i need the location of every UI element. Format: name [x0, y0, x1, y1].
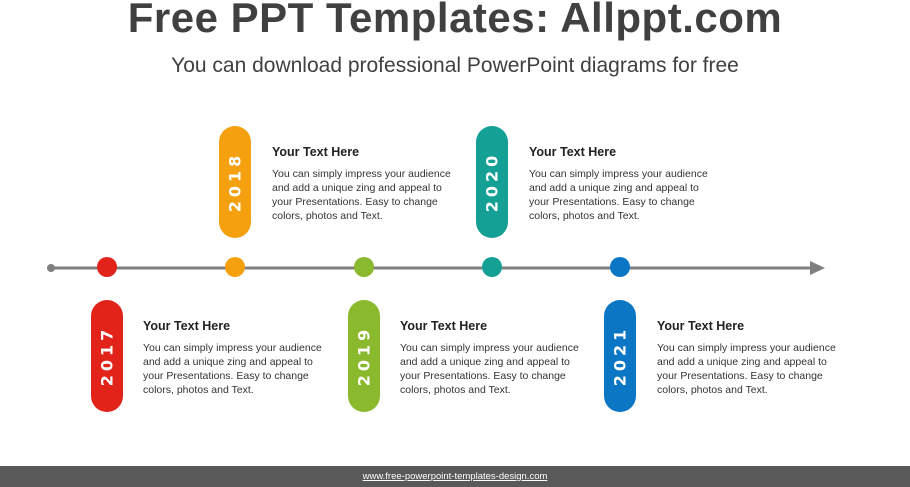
axis-arrowhead: [810, 261, 825, 275]
text-block-heading: Your Text Here: [272, 145, 360, 159]
year-pill-2020: 2020: [476, 126, 508, 238]
text-block-body: You can simply impress your audience and…: [143, 342, 322, 396]
page-title: Free PPT Templates: Allppt.com: [127, 0, 783, 41]
text-block-2019: Your Text Here You can simply impress yo…: [400, 319, 600, 397]
text-block-heading: Your Text Here: [400, 319, 488, 333]
year-pill-2017: 2017: [91, 300, 123, 412]
page-subtitle: You can download professional PowerPoint…: [171, 54, 739, 77]
text-block-heading: Your Text Here: [143, 319, 231, 333]
text-block-2020: Your Text Here You can simply impress yo…: [529, 145, 729, 223]
year-label: 2018: [225, 151, 245, 213]
timeline-dot-2021: [610, 257, 630, 277]
text-block-body: You can simply impress your audience and…: [657, 342, 836, 396]
text-block-2021: Your Text Here You can simply impress yo…: [657, 319, 857, 397]
timeline-dot-2019: [354, 257, 374, 277]
year-label: 2019: [354, 325, 374, 387]
year-pill-2018: 2018: [219, 126, 251, 238]
timeline-dot-2018: [225, 257, 245, 277]
footer-bar: www.free-powerpoint-templates-design.com: [0, 466, 910, 487]
text-block-heading: Your Text Here: [657, 319, 745, 333]
year-pill-2021: 2021: [604, 300, 636, 412]
text-block-body: You can simply impress your audience and…: [529, 168, 708, 222]
year-pill-2019: 2019: [348, 300, 380, 412]
text-block-2018: Your Text Here You can simply impress yo…: [272, 145, 472, 223]
text-block-body: You can simply impress your audience and…: [400, 342, 579, 396]
text-block-body: You can simply impress your audience and…: [272, 168, 451, 222]
timeline-dot-2020: [482, 257, 502, 277]
timeline-dot-2017: [97, 257, 117, 277]
year-label: 2020: [482, 151, 502, 213]
text-block-heading: Your Text Here: [529, 145, 617, 159]
footer-link[interactable]: www.free-powerpoint-templates-design.com: [362, 471, 548, 482]
text-block-2017: Your Text Here You can simply impress yo…: [143, 319, 343, 397]
year-label: 2017: [97, 325, 117, 387]
year-label: 2021: [610, 325, 630, 387]
